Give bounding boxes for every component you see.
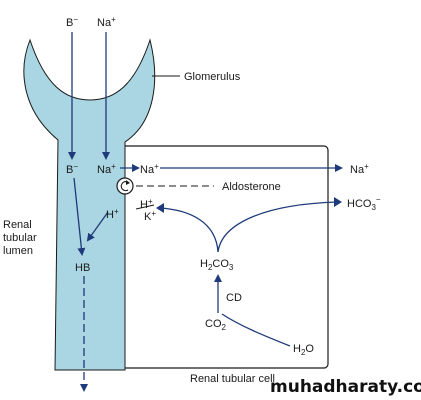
glomerulus-label: Glomerulus bbox=[184, 71, 241, 83]
h2o-label: H2O bbox=[293, 343, 314, 357]
watermark-text: muhadharaty.com bbox=[270, 377, 421, 397]
b-to-hb-arrow bbox=[73, 177, 86, 256]
carbonic-anhydrase-cd-label: CD bbox=[226, 292, 242, 304]
hco3-label: HCO3− bbox=[347, 195, 381, 212]
luminal-b-label: B− bbox=[66, 162, 78, 176]
filtered-na-label: Na+ bbox=[97, 15, 116, 29]
h2co3-label: H2CO3 bbox=[200, 258, 234, 272]
renal-label: Renal bbox=[3, 219, 32, 231]
carbonic-acid-split-arrows bbox=[159, 201, 339, 253]
glomerulus-tubule-shape bbox=[23, 38, 156, 371]
lumen-label: lumen bbox=[3, 245, 33, 257]
aldosterone-label: Aldosterone bbox=[222, 181, 281, 193]
filtered-b-label: B− bbox=[66, 15, 78, 29]
renal-tubular-cell bbox=[107, 145, 329, 369]
luminal-na-label: Na+ bbox=[97, 162, 116, 176]
exchanger-slash bbox=[135, 204, 155, 210]
circular-pump-icon bbox=[116, 177, 134, 195]
exchanger-k-label: K+ bbox=[144, 209, 156, 223]
hco3-arrowhead bbox=[334, 197, 342, 207]
renal-tubular-cell-label: Renal tubular cell bbox=[190, 373, 275, 385]
blood-na-label: Na+ bbox=[350, 162, 369, 176]
hb-label: HB bbox=[75, 262, 90, 274]
h-to-hb-arrow bbox=[86, 211, 109, 242]
h-ion-arrowhead bbox=[156, 203, 164, 213]
cell-na-label: Na+ bbox=[140, 162, 159, 176]
co2-label: CO2 bbox=[205, 318, 227, 332]
exchanger-h-label: H+ bbox=[140, 197, 153, 211]
luminal-h-label: H+ bbox=[106, 207, 119, 221]
tubular-label: tubular bbox=[3, 232, 37, 244]
h2o-to-co2-curve bbox=[221, 313, 291, 347]
